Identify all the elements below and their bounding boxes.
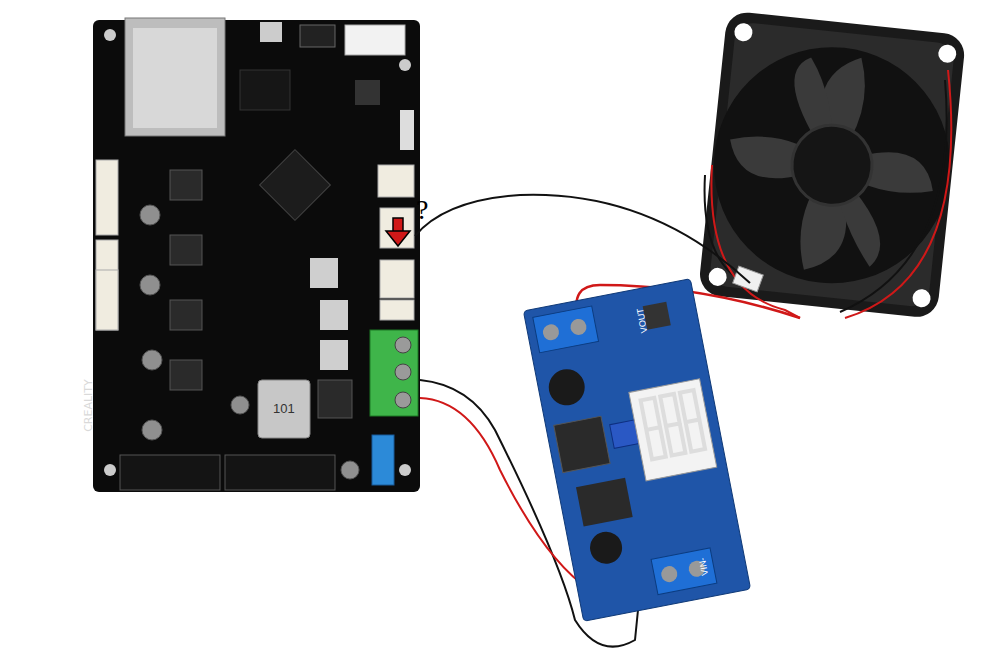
question-mark: ? [416, 196, 428, 224]
brand-text: CREALITY [83, 379, 94, 432]
inductor-marking: 101 [273, 402, 295, 415]
controller-board [93, 18, 420, 492]
red-arrow [386, 218, 410, 246]
buck-converter [523, 279, 750, 622]
